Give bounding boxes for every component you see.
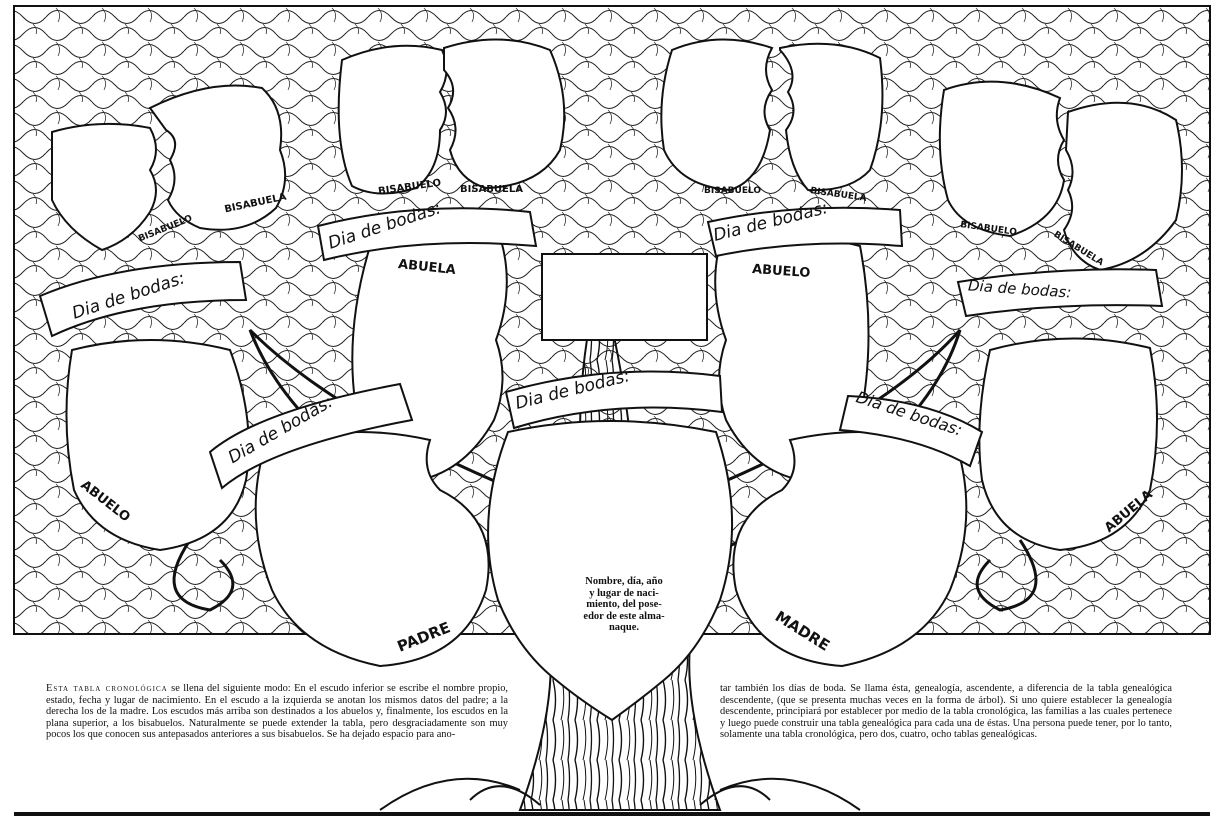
shield-bisabuelo-2 bbox=[339, 46, 447, 194]
caption-left-lead: Esta tabla cronológica bbox=[46, 683, 168, 694]
label-bisabuelo-3: BISABUELO bbox=[704, 186, 761, 196]
shield-bisabuelo-3 bbox=[661, 39, 772, 190]
label-bisabuela-2: BISABUELA bbox=[460, 184, 523, 195]
shield-bisabuelo-4 bbox=[940, 82, 1064, 236]
shield-bisabuela-3 bbox=[780, 44, 882, 190]
shield-center bbox=[488, 421, 732, 720]
center-shield-note: Nombre, día, año y lugar de naci- miento… bbox=[548, 576, 700, 634]
caption-left: Esta tabla cronológica se llena del sigu… bbox=[46, 683, 508, 741]
photo-frame bbox=[541, 253, 708, 341]
caption-right: tar también los días de boda. Se llama é… bbox=[720, 683, 1172, 741]
shield-bisabuela-2 bbox=[444, 39, 564, 188]
